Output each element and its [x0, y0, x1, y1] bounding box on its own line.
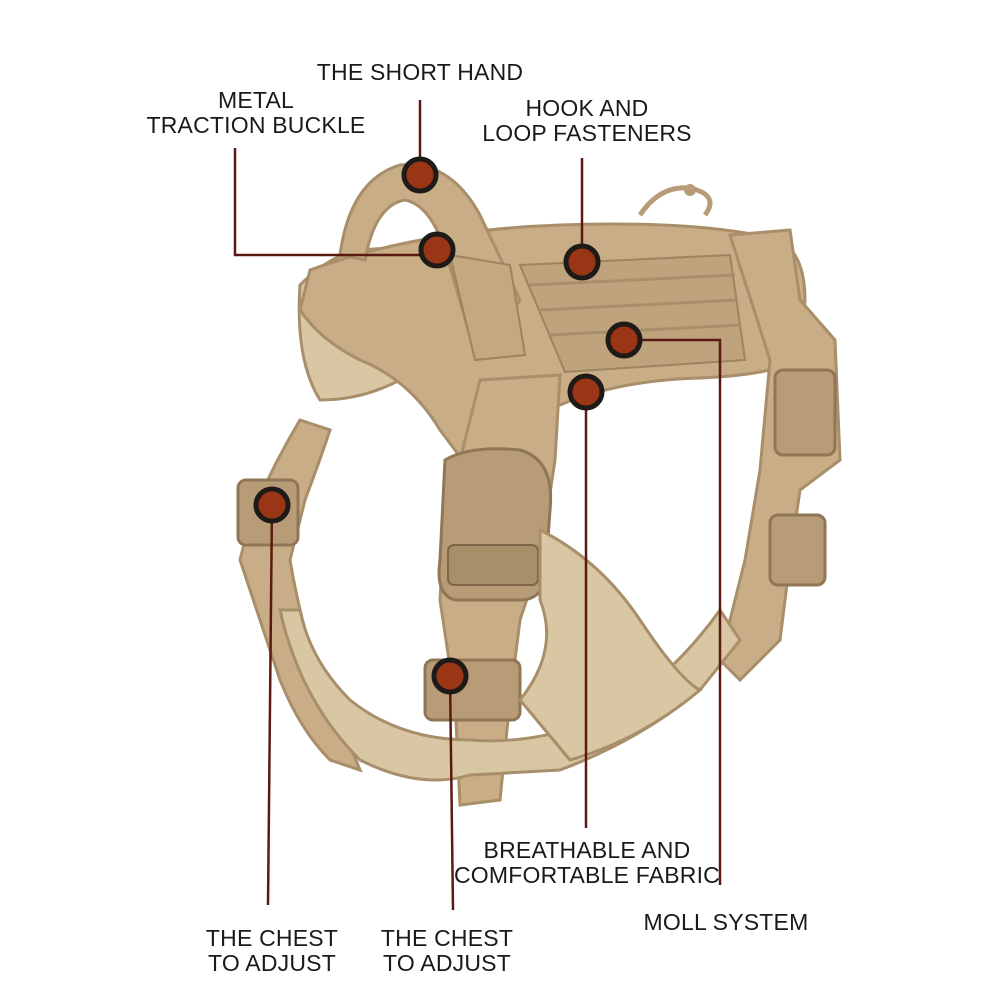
label-breathable: BREATHABLE AND COMFORTABLE FABRIC [453, 837, 720, 888]
marker-chest-right [431, 657, 469, 695]
marker-short-hand [401, 156, 439, 194]
label-short-hand: THE SHORT HAND [316, 59, 524, 85]
marker-hook-loop [563, 243, 601, 281]
marker-chest-left [253, 486, 291, 524]
leader-chest-left [266, 504, 274, 906]
label-chest-left: THE CHEST TO ADJUST [205, 925, 339, 976]
label-moll: MOLL SYSTEM [643, 909, 809, 935]
label-metal-buckle: METAL TRACTION BUCKLE [146, 87, 366, 138]
label-hook-loop: HOOK AND LOOP FASTENERS [482, 95, 692, 146]
leader-lines [233, 100, 722, 911]
marker-metal-buckle [418, 231, 456, 269]
markers [253, 156, 643, 695]
leader-moll [624, 338, 722, 885]
marker-moll [605, 321, 643, 359]
label-chest-right: THE CHEST TO ADJUST [380, 925, 514, 976]
leader-metal-buckle [233, 148, 437, 257]
marker-breathable [567, 373, 605, 411]
harness-illustration [236, 163, 842, 807]
leader-chest-right [448, 675, 455, 911]
